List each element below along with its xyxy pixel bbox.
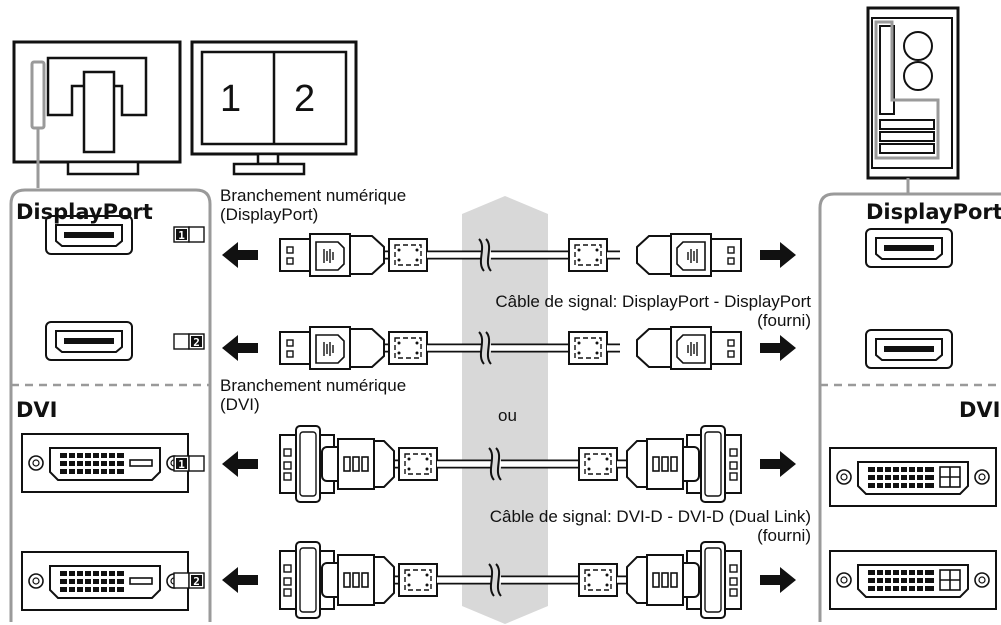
right-displayport-1: [865, 228, 953, 268]
dp-title-line2: (DisplayPort): [220, 205, 319, 224]
arrow-right-icon: [760, 567, 796, 593]
dvi-title-line1: Branchement numérique: [220, 376, 407, 395]
left-dvi-port-1: [21, 433, 189, 493]
arrow-left-icon: [222, 335, 258, 361]
dp-cable-label-line2: (fourni): [757, 311, 811, 330]
dvi-cable-label-line1: Câble de signal: DVI-D - DVI-D (Dual Lin…: [489, 507, 811, 526]
arrow-left-icon: [222, 451, 258, 477]
right-dvi-port-2: [829, 550, 997, 610]
or-label: ou: [498, 406, 517, 425]
left-heading-dvi: DVI: [16, 398, 58, 422]
screen-number-2: 2: [294, 78, 316, 120]
right-dvi-port-1: [829, 447, 997, 507]
left-panel: [9, 188, 212, 622]
arrow-right-icon: [760, 451, 796, 477]
left-displayport-2: [45, 321, 133, 361]
arrow-left-icon: [222, 242, 258, 268]
right-heading-dvi: DVI: [959, 398, 1001, 422]
pc-tower-icon: [866, 6, 960, 194]
left-heading-displayport: DisplayPort: [16, 200, 153, 224]
badge-text: 2: [193, 336, 200, 349]
monitor-back-icon: [12, 40, 182, 188]
badge-text: 2: [193, 575, 200, 588]
bidirectional-flow-arrow: [462, 196, 548, 624]
screen-number-1: 1: [220, 78, 242, 120]
right-panel: [818, 192, 1001, 622]
monitor-front-icon: [190, 40, 358, 176]
arrow-left-icon: [222, 567, 258, 593]
arrow-right-icon: [760, 335, 796, 361]
dvi-title-line2: (DVI): [220, 395, 260, 414]
badge-text: 1: [178, 458, 185, 471]
dvi-cable-label-line2: (fourni): [757, 526, 811, 545]
right-heading-displayport: DisplayPort: [866, 200, 1001, 224]
dp-title-line1: Branchement numérique: [220, 186, 407, 205]
left-dvi-port-2: [21, 551, 189, 611]
right-displayport-2: [865, 329, 953, 369]
dp-cable-label-line1: Câble de signal: DisplayPort - DisplayPo…: [495, 292, 811, 311]
arrow-right-icon: [760, 242, 796, 268]
badge-text: 1: [178, 229, 185, 242]
